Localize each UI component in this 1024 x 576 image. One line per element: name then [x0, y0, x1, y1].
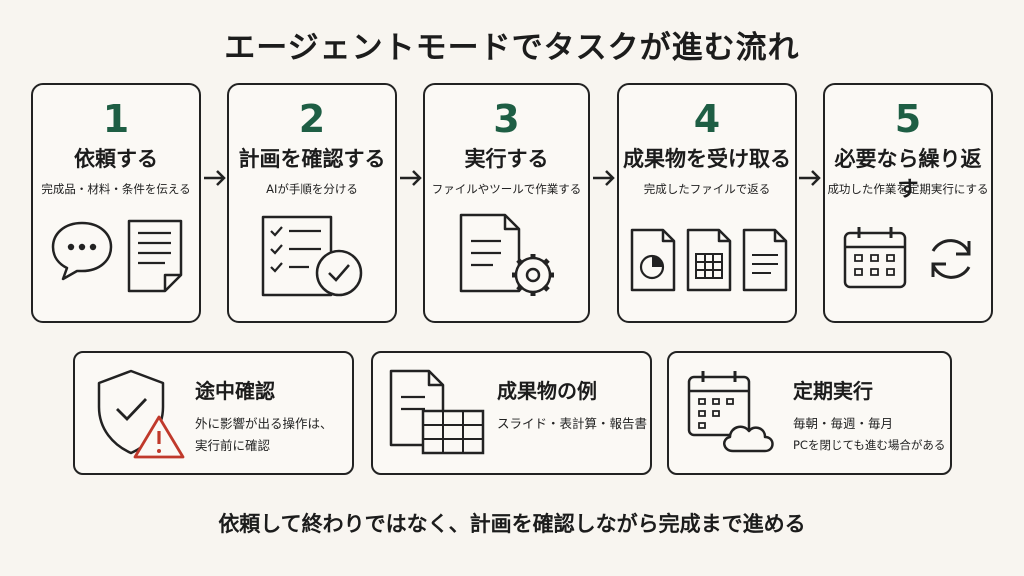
- step-description: AIが手順を分ける: [266, 182, 358, 196]
- step-description: 完成品・材料・条件を伝える: [41, 182, 191, 196]
- step-heading: 成果物を受け取る: [623, 147, 791, 171]
- spreadsheet-document-icon: [685, 227, 733, 293]
- note-title: 途中確認: [195, 379, 275, 403]
- arrow-right-icon: [591, 168, 617, 188]
- step-description: ファイルやツールで作業する: [431, 182, 582, 196]
- note-text: 実行前に確認: [195, 438, 271, 453]
- text-document-icon: [741, 227, 789, 293]
- document-table-icon: [387, 367, 487, 459]
- document-icon: [125, 217, 185, 293]
- step-card-3: 3 実行する ファイルやツールで作業する: [423, 83, 590, 323]
- diagram-title: エージェントモードでタスクが進む流れ: [224, 30, 800, 66]
- arrow-right-icon: [398, 168, 424, 188]
- note-text: 毎朝・毎週・毎月: [793, 416, 894, 431]
- refresh-icon: [923, 231, 979, 287]
- note-title: 定期実行: [793, 379, 873, 403]
- step-heading: 依頼する: [74, 147, 158, 171]
- step-description: 成功した作業を定期実行にする: [827, 182, 989, 196]
- note-card-scheduled-run: 定期実行 毎朝・毎週・毎月 PCを閉じても進む場合がある: [667, 351, 952, 475]
- calendar-icon: [841, 223, 909, 291]
- note-card-confirmation: 途中確認 外に影響が出る操作は、 実行前に確認: [73, 351, 354, 475]
- footer-summary: 依頼して終わりではなく、計画を確認しながら完成まで進める: [218, 512, 806, 536]
- step-number: 4: [693, 97, 721, 141]
- step-card-5: 5 必要なら繰り返す 成功した作業を定期実行にする: [823, 83, 993, 323]
- step-heading: 計画を確認する: [238, 147, 386, 171]
- note-text: 外に影響が出る操作は、: [195, 416, 333, 431]
- speech-bubble-icon: [49, 217, 115, 283]
- calendar-cloud-icon: [685, 367, 785, 459]
- note-title: 成果物の例: [497, 379, 597, 403]
- step-heading: 実行する: [464, 147, 549, 171]
- document-gear-icon: [457, 213, 561, 299]
- step-description: 完成したファイルで返る: [643, 182, 771, 196]
- checklist-icon: [259, 215, 369, 299]
- note-text: スライド・表計算・報告書: [497, 416, 648, 431]
- step-card-2: 2 計画を確認する AIが手順を分ける: [227, 83, 397, 323]
- note-card-deliverables: 成果物の例 スライド・表計算・報告書: [371, 351, 652, 475]
- arrow-right-icon: [202, 168, 228, 188]
- step-number: 3: [493, 97, 520, 141]
- note-text: PCを閉じても進む場合がある: [793, 438, 946, 452]
- step-number: 2: [298, 97, 326, 141]
- step-number: 1: [102, 97, 130, 141]
- step-card-1: 1 依頼する 完成品・材料・条件を伝える: [31, 83, 201, 323]
- shield-warning-icon: [91, 367, 187, 461]
- step-number: 5: [894, 97, 922, 141]
- pie-chart-document-icon: [629, 227, 677, 293]
- step-card-4: 4 成果物を受け取る 完成したファイルで返る: [617, 83, 797, 323]
- step-heading: 必要なら繰り返す: [834, 147, 982, 201]
- arrow-right-icon: [797, 168, 823, 188]
